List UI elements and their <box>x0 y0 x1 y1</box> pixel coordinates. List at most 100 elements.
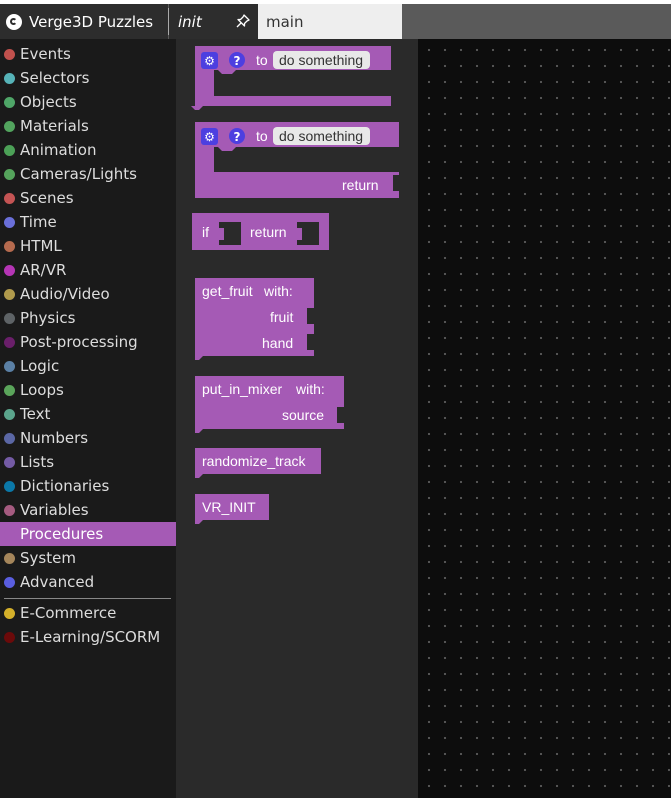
category-color-dot <box>4 288 15 300</box>
category-selectors[interactable]: Selectors <box>0 66 176 90</box>
gear-icon[interactable] <box>201 128 218 145</box>
category-label: Cameras/Lights <box>20 165 137 183</box>
category-label: Materials <box>20 117 89 135</box>
category-physics[interactable]: Physics <box>0 306 176 330</box>
return-label: return <box>342 177 379 193</box>
category-color-dot <box>4 528 15 540</box>
category-numbers[interactable]: Numbers <box>0 426 176 450</box>
if-label: if <box>202 224 209 240</box>
category-label: Numbers <box>20 429 89 447</box>
category-time[interactable]: Time <box>0 210 176 234</box>
category-color-dot <box>4 72 15 84</box>
procedure-name-field[interactable] <box>273 51 370 69</box>
workspace-canvas[interactable] <box>418 39 671 798</box>
param-fruit: fruit <box>270 309 293 325</box>
category-divider <box>4 598 171 599</box>
category-color-dot <box>4 607 15 619</box>
tab-separator <box>168 8 169 35</box>
category-label: Audio/Video <box>20 285 110 303</box>
category-color-dot <box>4 192 15 204</box>
category-dictionaries[interactable]: Dictionaries <box>0 474 176 498</box>
call-put-in-mixer-block[interactable]: put_in_mixer with: source <box>195 376 344 433</box>
category-html[interactable]: HTML <box>0 234 176 258</box>
category-label: E-Learning/SCORM <box>20 628 161 646</box>
param-source: source <box>282 407 324 423</box>
procedure-name-field[interactable] <box>273 127 370 145</box>
category-system[interactable]: System <box>0 546 176 570</box>
call-vr-init-block[interactable]: VR_INIT <box>195 494 269 524</box>
category-variables[interactable]: Variables <box>0 498 176 522</box>
category-color-dot <box>4 408 15 420</box>
put-in-mixer-name: put_in_mixer <box>202 381 282 397</box>
category-color-dot <box>4 144 15 156</box>
category-label: Procedures <box>20 525 104 543</box>
category-color-dot <box>4 480 15 492</box>
category-label: Selectors <box>20 69 90 87</box>
category-audio-video[interactable]: Audio/Video <box>0 282 176 306</box>
category-e-commerce[interactable]: E-Commerce <box>0 601 176 625</box>
category-color-dot <box>4 48 15 60</box>
category-label: Time <box>20 213 57 231</box>
category-scenes[interactable]: Scenes <box>0 186 176 210</box>
param-hand: hand <box>262 335 293 351</box>
category-e-learning-scorm[interactable]: E-Learning/SCORM <box>0 625 176 649</box>
if-return-block[interactable]: if return <box>192 213 329 250</box>
category-color-dot <box>4 360 15 372</box>
category-logic[interactable]: Logic <box>0 354 176 378</box>
category-loops[interactable]: Loops <box>0 378 176 402</box>
category-color-dot <box>4 312 15 324</box>
category-color-dot <box>4 264 15 276</box>
category-label: Advanced <box>20 573 95 591</box>
procedure-name: do something <box>279 128 363 144</box>
tab-init[interactable]: init <box>169 4 258 39</box>
verge3d-logo-icon <box>6 13 22 30</box>
category-color-dot <box>4 240 15 252</box>
category-materials[interactable]: Materials <box>0 114 176 138</box>
category-label: E-Commerce <box>20 604 117 622</box>
svg-text:⚙: ⚙ <box>204 54 215 68</box>
category-color-dot <box>4 120 15 132</box>
gear-icon[interactable] <box>201 52 218 69</box>
category-label: System <box>20 549 76 567</box>
category-label: Dictionaries <box>20 477 110 495</box>
category-label: Post-processing <box>20 333 138 351</box>
procedure-definition-block[interactable]: ⚙ ? to do something <box>191 46 391 110</box>
tab-main-label: main <box>266 12 304 31</box>
tab-main[interactable]: main <box>258 4 402 39</box>
category-label: Events <box>20 45 71 63</box>
category-label: HTML <box>20 237 62 255</box>
help-icon[interactable] <box>229 128 245 144</box>
category-events[interactable]: Events <box>0 42 176 66</box>
category-color-dot <box>4 576 15 588</box>
category-color-dot <box>4 504 15 516</box>
flyout-canvas: ⚙ ? to do something ⚙ ? to do something … <box>191 46 399 524</box>
category-advanced[interactable]: Advanced <box>0 570 176 594</box>
category-post-processing[interactable]: Post-processing <box>0 330 176 354</box>
category-color-dot <box>4 168 15 180</box>
call-randomize-track-block[interactable]: randomize_track <box>195 448 321 478</box>
category-label: Objects <box>20 93 77 111</box>
svg-text:?: ? <box>234 130 241 144</box>
help-icon[interactable] <box>229 52 245 68</box>
category-label: Logic <box>20 357 60 375</box>
procedure-return-definition-block[interactable]: ⚙ ? to do something return <box>195 122 399 198</box>
category-procedures[interactable]: Procedures <box>0 522 176 546</box>
svg-text:?: ? <box>234 54 241 68</box>
top-bar: Verge3D Puzzles init main <box>0 4 671 39</box>
randomize-track-name: randomize_track <box>202 453 306 469</box>
category-label: Animation <box>20 141 97 159</box>
category-objects[interactable]: Objects <box>0 90 176 114</box>
category-ar-vr[interactable]: AR/VR <box>0 258 176 282</box>
call-get-fruit-block[interactable]: get_fruit with: fruit hand <box>195 278 314 360</box>
vr-init-name: VR_INIT <box>202 499 256 515</box>
category-animation[interactable]: Animation <box>0 138 176 162</box>
app-brand[interactable]: Verge3D Puzzles <box>0 4 168 39</box>
category-text[interactable]: Text <box>0 402 176 426</box>
category-lists[interactable]: Lists <box>0 450 176 474</box>
pin-icon[interactable] <box>235 13 251 29</box>
blocks-flyout: ⚙ ? to do something ⚙ ? to do something … <box>176 39 418 798</box>
category-cameras-lights[interactable]: Cameras/Lights <box>0 162 176 186</box>
category-color-dot <box>4 631 15 643</box>
category-color-dot <box>4 456 15 468</box>
category-color-dot <box>4 384 15 396</box>
